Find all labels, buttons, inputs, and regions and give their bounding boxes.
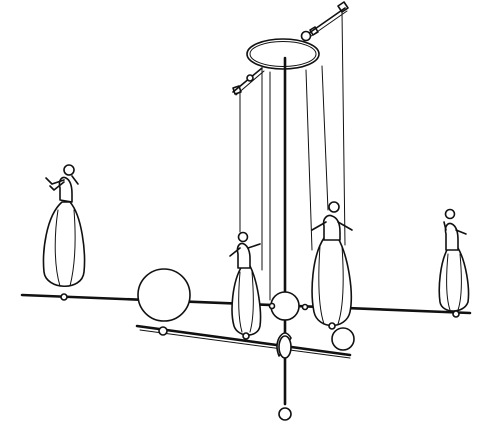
bottom-bead xyxy=(279,408,291,420)
dancer-figure-center-left xyxy=(230,233,261,340)
upper-left-arm xyxy=(233,68,264,95)
dancer-figure-right xyxy=(439,210,468,318)
dancer-figure-left xyxy=(44,165,85,300)
dancer-figure-center-right xyxy=(312,202,352,329)
small-right-sphere xyxy=(332,328,354,350)
upper-right-arm xyxy=(302,2,349,41)
large-sphere xyxy=(138,269,190,321)
top-ring xyxy=(247,39,319,69)
